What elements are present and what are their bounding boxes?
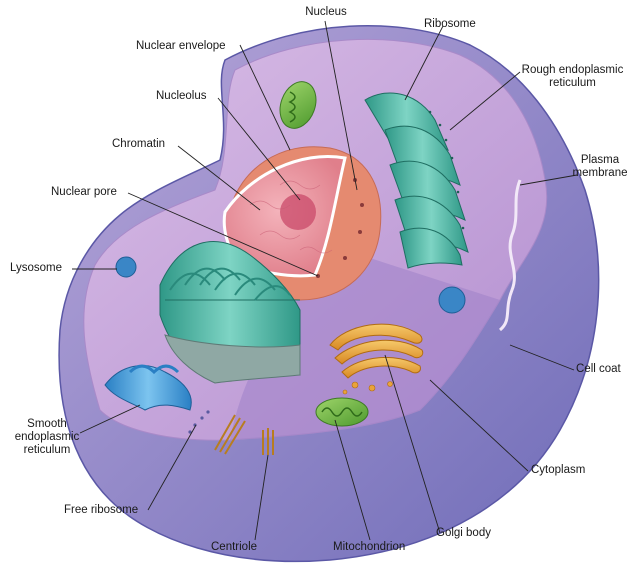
nuclear-envelope-leader: [239, 44, 291, 151]
label-chromatin: Chromatin: [112, 138, 165, 151]
cytoplasm-leader: [429, 379, 529, 472]
label-nucleus-line-1: Nucleus: [305, 6, 347, 18]
label-mitochondrion-line-1: Mitochondrion: [333, 541, 406, 553]
label-smooth-er-line-3: reticulum: [23, 444, 71, 456]
label-lysosome: Lysosome: [10, 262, 62, 275]
centriole-shape: [214, 414, 274, 455]
golgi-body-shape: [329, 323, 424, 379]
rough-er-shape: [364, 92, 469, 269]
mitochondrion-top-shape: [279, 81, 317, 129]
vacuole-shape: [438, 286, 466, 314]
label-smooth-er-line-1: Smooth: [27, 418, 67, 430]
leader-lines: [72, 20, 578, 541]
centriole-leader: [254, 454, 269, 541]
plasma-membrane-shape: [498, 179, 522, 332]
label-cell-coat: Cell coat: [576, 363, 621, 376]
label-mitochondrion: Mitochondrion: [333, 541, 405, 554]
label-nucleolus: Nucleolus: [156, 90, 207, 103]
label-golgi-body: Golgi body: [436, 527, 491, 540]
label-rough-er-line-1: Rough endoplasmic: [521, 64, 624, 76]
label-smooth-er-line-2: endoplasmic: [14, 431, 80, 443]
ribosome-leader: [404, 25, 444, 101]
label-centriole: Centriole: [211, 541, 257, 554]
mitochondrion-leader: [334, 419, 371, 541]
label-nucleolus-line-1: Nucleolus: [156, 90, 207, 102]
label-nuclear-pore: Nuclear pore: [51, 186, 117, 199]
label-cytoplasm-line-1: Cytoplasm: [531, 464, 586, 476]
label-nuclear-envelope: Nuclear envelope: [136, 40, 226, 53]
nucleolus-leader: [217, 97, 301, 201]
label-free-ribosome: Free ribosome: [64, 504, 138, 517]
label-rough-er-line-2: reticulum: [549, 77, 596, 89]
nucleus-leader: [324, 20, 358, 191]
rough-er-base: [164, 334, 301, 384]
smooth-er-leader: [79, 404, 141, 434]
label-ribosome: Ribosome: [424, 18, 476, 31]
golgi-body-leader: [384, 354, 441, 534]
free-ribosome-dots: [188, 410, 210, 434]
golgi-vesicles: [342, 381, 393, 395]
label-centriole-line-1: Centriole: [211, 541, 258, 553]
label-golgi-body-line-1: Golgi body: [436, 527, 491, 539]
er-ribosome-dots: [428, 110, 465, 230]
label-nucleus: Nucleus: [298, 6, 354, 19]
rough-er-folds: [169, 267, 291, 301]
plasma-membrane-leader: [519, 174, 578, 186]
label-nuclear-pore-line-1: Nuclear pore: [51, 186, 117, 198]
rough-er-leader: [449, 71, 521, 131]
label-chromatin-line-1: Chromatin: [112, 138, 166, 150]
label-nuclear-envelope-line-1: Nuclear envelope: [136, 40, 226, 52]
chromatin-leader: [177, 145, 261, 211]
label-free-ribosome-line-1: Free ribosome: [64, 504, 139, 516]
label-lysosome-line-1: Lysosome: [10, 262, 62, 274]
label-plasma-membrane-line-2: membrane: [572, 167, 628, 179]
label-cell-coat-line-1: Cell coat: [576, 363, 621, 375]
smooth-er-shape: [104, 364, 192, 411]
cell-coat-leader: [509, 344, 575, 371]
free-ribosome-leader: [147, 424, 197, 511]
label-plasma-membrane-line-1: Plasma: [580, 154, 620, 166]
label-ribosome-line-1: Ribosome: [424, 18, 476, 30]
nuclear-pore-leader: [127, 192, 319, 277]
nucleolus-shape: [280, 194, 316, 230]
lysosome-shape: [115, 256, 137, 278]
mitochondrion-bottom-shape: [315, 397, 369, 427]
label-cytoplasm: Cytoplasm: [531, 464, 585, 477]
